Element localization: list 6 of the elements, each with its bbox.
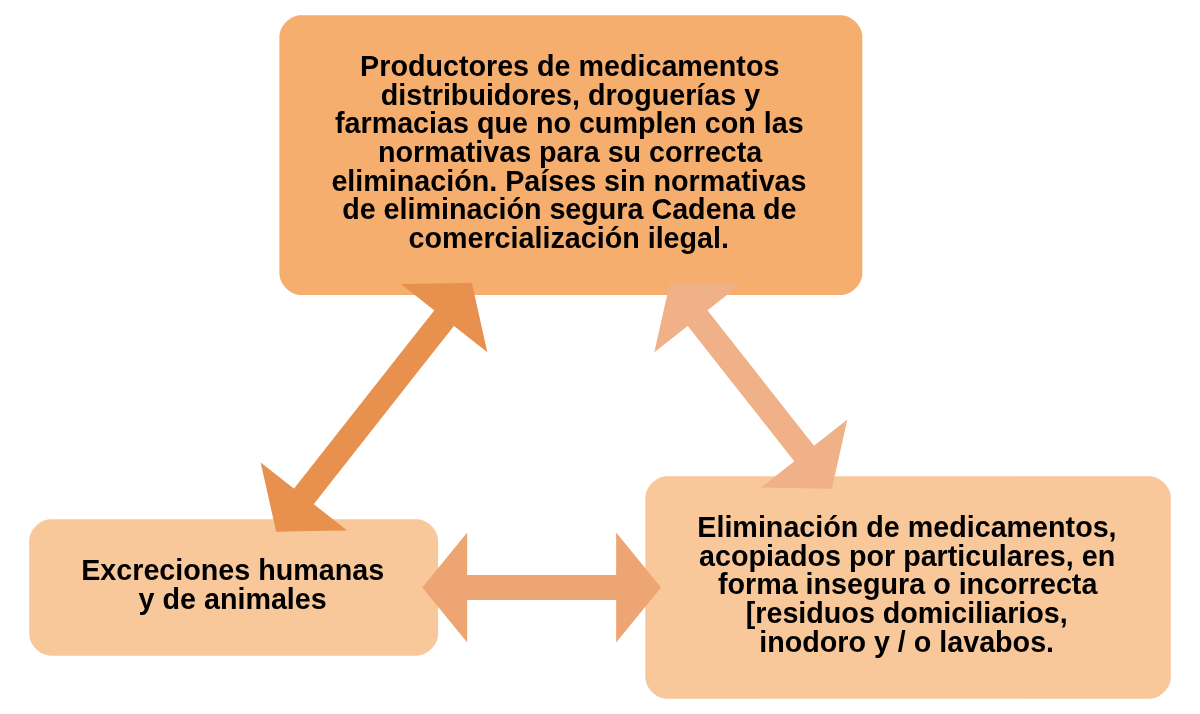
node-box: Productores de medicamentos distribuidores, droguerías y farmacias que no cumplen con las normativas para su correcta eliminación. Países sin normativas de eliminación segura Cadena de comercialización ilegal. (279, 15, 863, 296)
arrow (654, 282, 848, 489)
node-box: Eliminación de medicamentos, acopiados por particulares, en forma insegura o incorrecta [residuos domiciliarios, inodoro y / o lavabos. (645, 476, 1171, 699)
arrow (260, 282, 488, 532)
arrow (422, 532, 662, 643)
node-box: Excreciones humanas y de animales (29, 519, 439, 656)
